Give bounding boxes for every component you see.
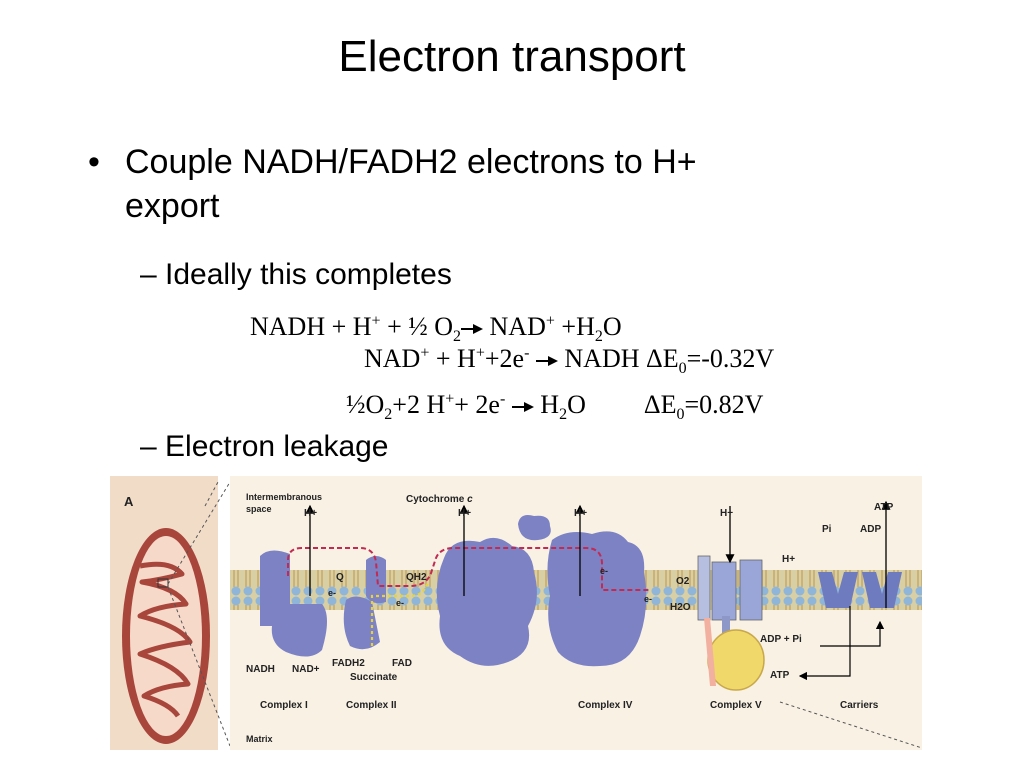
complex-i xyxy=(260,550,327,657)
complex-iv-label: Complex IV xyxy=(578,700,633,711)
bullet-text: Couple NADH/FADH2 electrons to H+ export xyxy=(125,140,905,228)
slide-title: Electron transport xyxy=(338,32,686,81)
bullet-text-line-1: Couple NADH/FADH2 electrons to H+ xyxy=(125,143,697,181)
sub-bullet-ideally: – Ideally this completes xyxy=(140,258,452,291)
hplus-label: H+ xyxy=(720,508,733,519)
electron-path xyxy=(287,547,650,591)
pi-label: Pi xyxy=(822,524,832,535)
hplus-label: H+ xyxy=(304,508,317,519)
equation-nadh-half: NAD+ + H++2e- NADH ΔE0=-0.32V xyxy=(364,344,775,378)
cytochrome-c xyxy=(518,515,551,541)
q-label: Q xyxy=(336,572,344,583)
complex-ii-label: Complex II xyxy=(346,700,397,711)
bullet-marker: • xyxy=(88,143,100,181)
mitochondrion-icon xyxy=(122,528,210,744)
complex-ii xyxy=(366,556,386,604)
complex-v xyxy=(697,555,765,691)
electron-label: e- xyxy=(328,588,336,598)
complex-iii xyxy=(436,537,537,666)
electron-label: e- xyxy=(600,566,608,576)
electron-label: e- xyxy=(644,594,652,604)
succinate-label: Succinate xyxy=(350,672,398,683)
complex-i-label: Complex I xyxy=(260,700,308,711)
h2o-label: H2O xyxy=(670,602,691,613)
electron-label: e- xyxy=(396,598,404,608)
fad-label: FAD xyxy=(392,658,412,669)
equation-overall: NADH + H+ + ½ O2 NAD+ +H2O xyxy=(250,312,622,346)
atp-label: ATP xyxy=(874,502,894,513)
adp-pi-label: ADP + Pi xyxy=(760,634,802,645)
adp-label: ADP xyxy=(860,524,881,535)
atp-label: ATP xyxy=(770,670,790,681)
complex-iv xyxy=(547,531,647,667)
reaction-arrow-icon xyxy=(461,324,484,335)
o2-label: O2 xyxy=(676,576,690,587)
reaction-arrow-icon xyxy=(511,402,534,413)
reaction-arrow-icon xyxy=(535,356,558,367)
electron-path-fad xyxy=(370,581,430,646)
panel-label: A xyxy=(124,494,134,509)
hplus-label: H+ xyxy=(458,508,471,519)
sub-bullet-leakage: – Electron leakage xyxy=(140,430,389,463)
carriers xyxy=(818,572,902,608)
hplus-label: H+ xyxy=(782,554,795,565)
carriers-label: Carriers xyxy=(840,700,879,711)
nadh-label: NADH xyxy=(246,664,275,675)
bullet-text-line-2: export xyxy=(125,187,220,225)
nad-label: NAD+ xyxy=(292,664,320,675)
hplus-label: H+ xyxy=(574,508,587,519)
qh2-label: QH2 xyxy=(406,572,427,583)
cytochrome-label: Cytochrome c xyxy=(406,494,473,505)
matrix-label: Matrix xyxy=(246,734,273,744)
complex-v-label: Complex V xyxy=(710,700,762,711)
fadh2-label: FADH2 xyxy=(332,658,365,669)
